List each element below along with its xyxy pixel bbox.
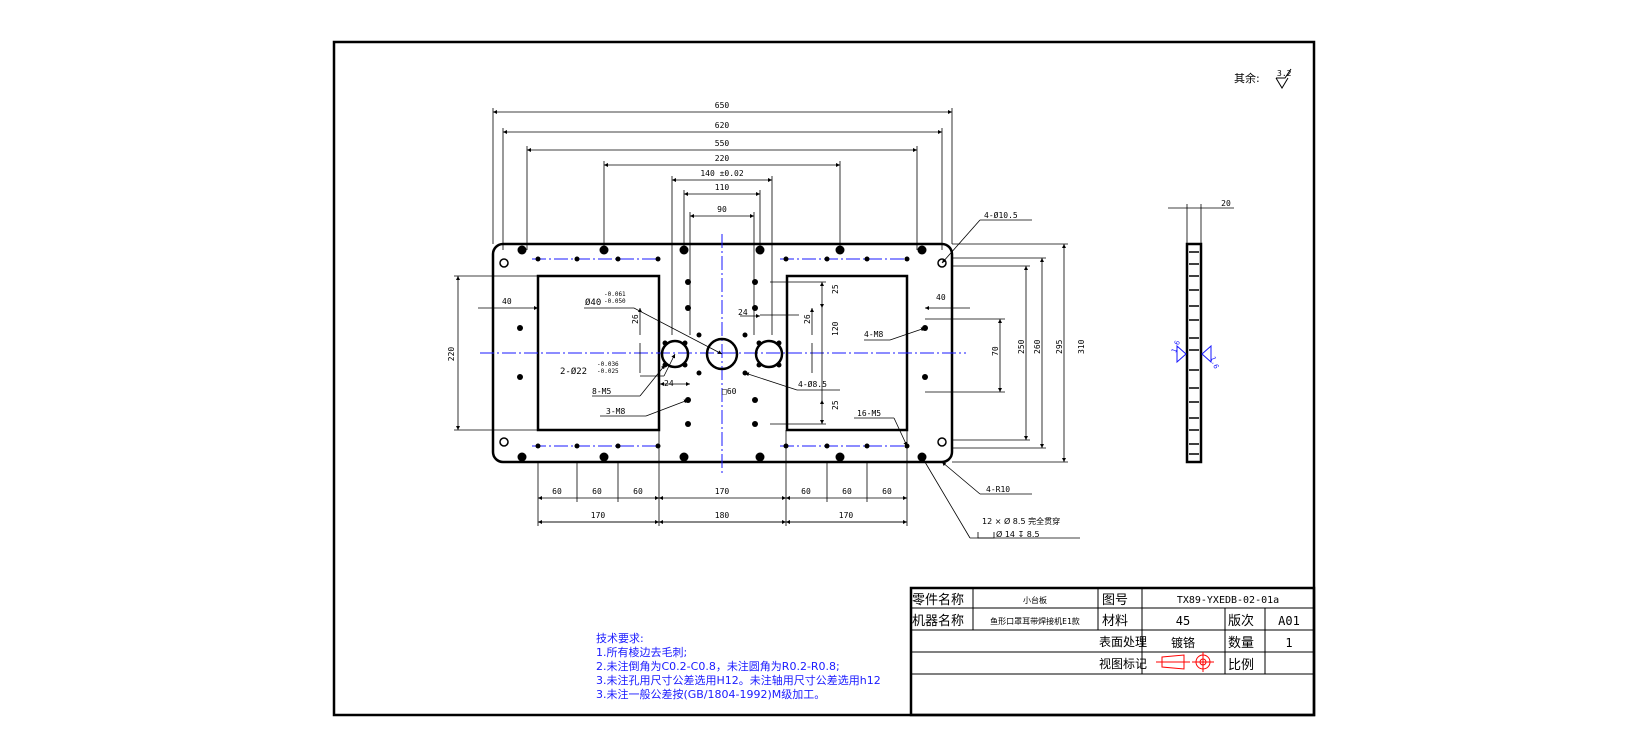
tech-requirement-3: 3.未注孔用尺寸公差选用H12。未注轴用尺寸公差选用h12 [596,674,881,687]
dim-310: 310 [1077,339,1086,354]
top-dimension-texts: 650 620 550 220 140 ±0.02 110 90 [700,101,744,214]
dim-70: 70 [991,346,1000,356]
roughness-symbol-icon [1275,68,1292,89]
technical-requirements: 技术要求: 1.所有棱边去毛刺; 2.未注倒角为C0.2-C0.8，未注圆角为R… [596,632,881,702]
center-lines [480,234,966,473]
bottom-dimensions [537,430,908,526]
left-bearing-hole [660,339,690,369]
scale-label: 比例 [1228,658,1254,673]
dim-140: 140 ±0.02 [700,169,744,178]
side-roughness-right-icon [1201,344,1212,364]
dim-90: 90 [717,205,727,214]
material-label: 材料 [1102,614,1128,629]
tech-requirements-title: 技术要求: [596,632,644,645]
part-name-value: 小台板 [1023,595,1047,605]
title-block [909,586,1316,717]
top-dimensions [492,108,953,335]
leader-lines [584,219,1080,539]
dim-60-a: 60 [552,487,562,496]
quantity-value: 1 [1285,636,1292,650]
dim-250: 250 [1017,339,1026,354]
tech-requirement-1: 1.所有棱边去毛刺; [596,646,688,659]
dim-60-c: 60 [633,487,643,496]
callout-phi40-tol-lo: -0.050 [604,298,626,305]
callout-8-m5: 8-M5 [592,387,611,396]
tech-requirement-4: 3.未注一般公差按(GB/1804-1992)M级加工。 [596,688,826,701]
part-name-label: 零件名称 [912,592,964,608]
revision-label: 版次 [1228,613,1254,629]
callout-counterbore-1: 12 × Ø 8.5 完全贯穿 [982,516,1060,526]
dim-26-right: 26 [803,314,812,324]
drawing-frame [332,40,1316,717]
side-roughness-left-icon [1176,344,1187,364]
dim-295: 295 [1055,339,1064,354]
dim-170-a: 170 [591,511,606,520]
dim-620: 620 [715,121,730,130]
left-dimensions [454,275,690,431]
callout-4-m8: 4-M8 [864,330,883,339]
side-outline [1185,242,1203,464]
drawing-no-value: TX89-YXEDB-02-01a [1177,595,1279,606]
callout-16-m5: 16-M5 [857,409,881,418]
callout-phi40-tol-hi: -0.061 [604,291,626,298]
callout-4-phi10-5: 4-Ø10.5 [984,210,1018,220]
dim-220: 220 [715,154,730,163]
dim-24-mid: 24 [738,308,748,317]
dim-20-side: 20 [1221,199,1231,208]
section-roughness-right: 1.6 [1208,355,1220,370]
callout-counterbore-2: Ø 14 ↧ 8.5 [996,529,1040,539]
quantity-label: 数量 [1228,636,1254,651]
roughness-label: 其余: [1234,71,1260,85]
callout-4-phi8-5: 4-Ø8.5 [798,379,827,389]
surface-treatment-label: 表面处理 [1099,635,1147,649]
dim-40-right: 40 [936,293,946,302]
dim-170-b: 170 [839,511,854,520]
dim-60-b: 60 [592,487,602,496]
roughness-value: 3.2 [1277,69,1292,78]
view-mark-label: 视图标记 [1099,656,1147,671]
dim-550: 550 [715,139,730,148]
dim-650: 650 [715,101,730,110]
revision-value: A01 [1278,614,1300,628]
dim-170-center: 170 [715,487,730,496]
plate-side-view: 20 1.6 1.6 [1168,199,1234,464]
dim-180: 180 [715,511,730,520]
drawing-no-label: 图号 [1102,593,1128,608]
machine-name-value: 鱼形口罩耳带焊接机E1款 [990,616,1080,626]
callout-4-r10: 4-R10 [986,485,1010,494]
projection-symbol-icon [1156,652,1214,672]
dim-sq60: □60 [722,387,737,396]
surface-treatment-value: 镀铬 [1171,635,1195,650]
section-roughness-left: 1.6 [1170,339,1182,354]
dim-120: 120 [831,321,840,336]
roughness-note: 其余: 3.2 [1234,68,1292,89]
dim-25-bottom: 25 [831,400,840,410]
callout-2-phi22: 2-Ø22 [560,366,587,377]
dim-60-e: 60 [842,487,852,496]
callout-phi22-tol-lo: -0.025 [597,368,619,375]
callout-phi40: Ø40 [585,297,601,308]
machine-name-label: 机器名称 [912,613,964,629]
side-hidden-lines [1189,251,1199,455]
callout-3-m8: 3-M8 [606,407,625,416]
dim-26-left: 26 [631,314,640,324]
center-hole [705,337,739,371]
dim-110: 110 [715,183,730,192]
dim-24-left: 24 [664,379,674,388]
inner-dimensions [740,243,1068,463]
material-value: 45 [1176,614,1190,628]
dim-220-left: 220 [447,347,456,362]
dim-25-top: 25 [831,284,840,294]
right-bearing-hole [754,339,784,369]
plate-front-view [480,234,966,473]
dim-260: 260 [1033,339,1042,354]
dim-60-f: 60 [882,487,892,496]
callout-phi22-tol-hi: -0.036 [597,361,619,368]
dim-40-left: 40 [502,297,512,306]
dim-60-d: 60 [801,487,811,496]
tech-requirement-2: 2.未注倒角为C0.2-C0.8，未注圆角为R0.2-R0.8; [596,660,840,673]
